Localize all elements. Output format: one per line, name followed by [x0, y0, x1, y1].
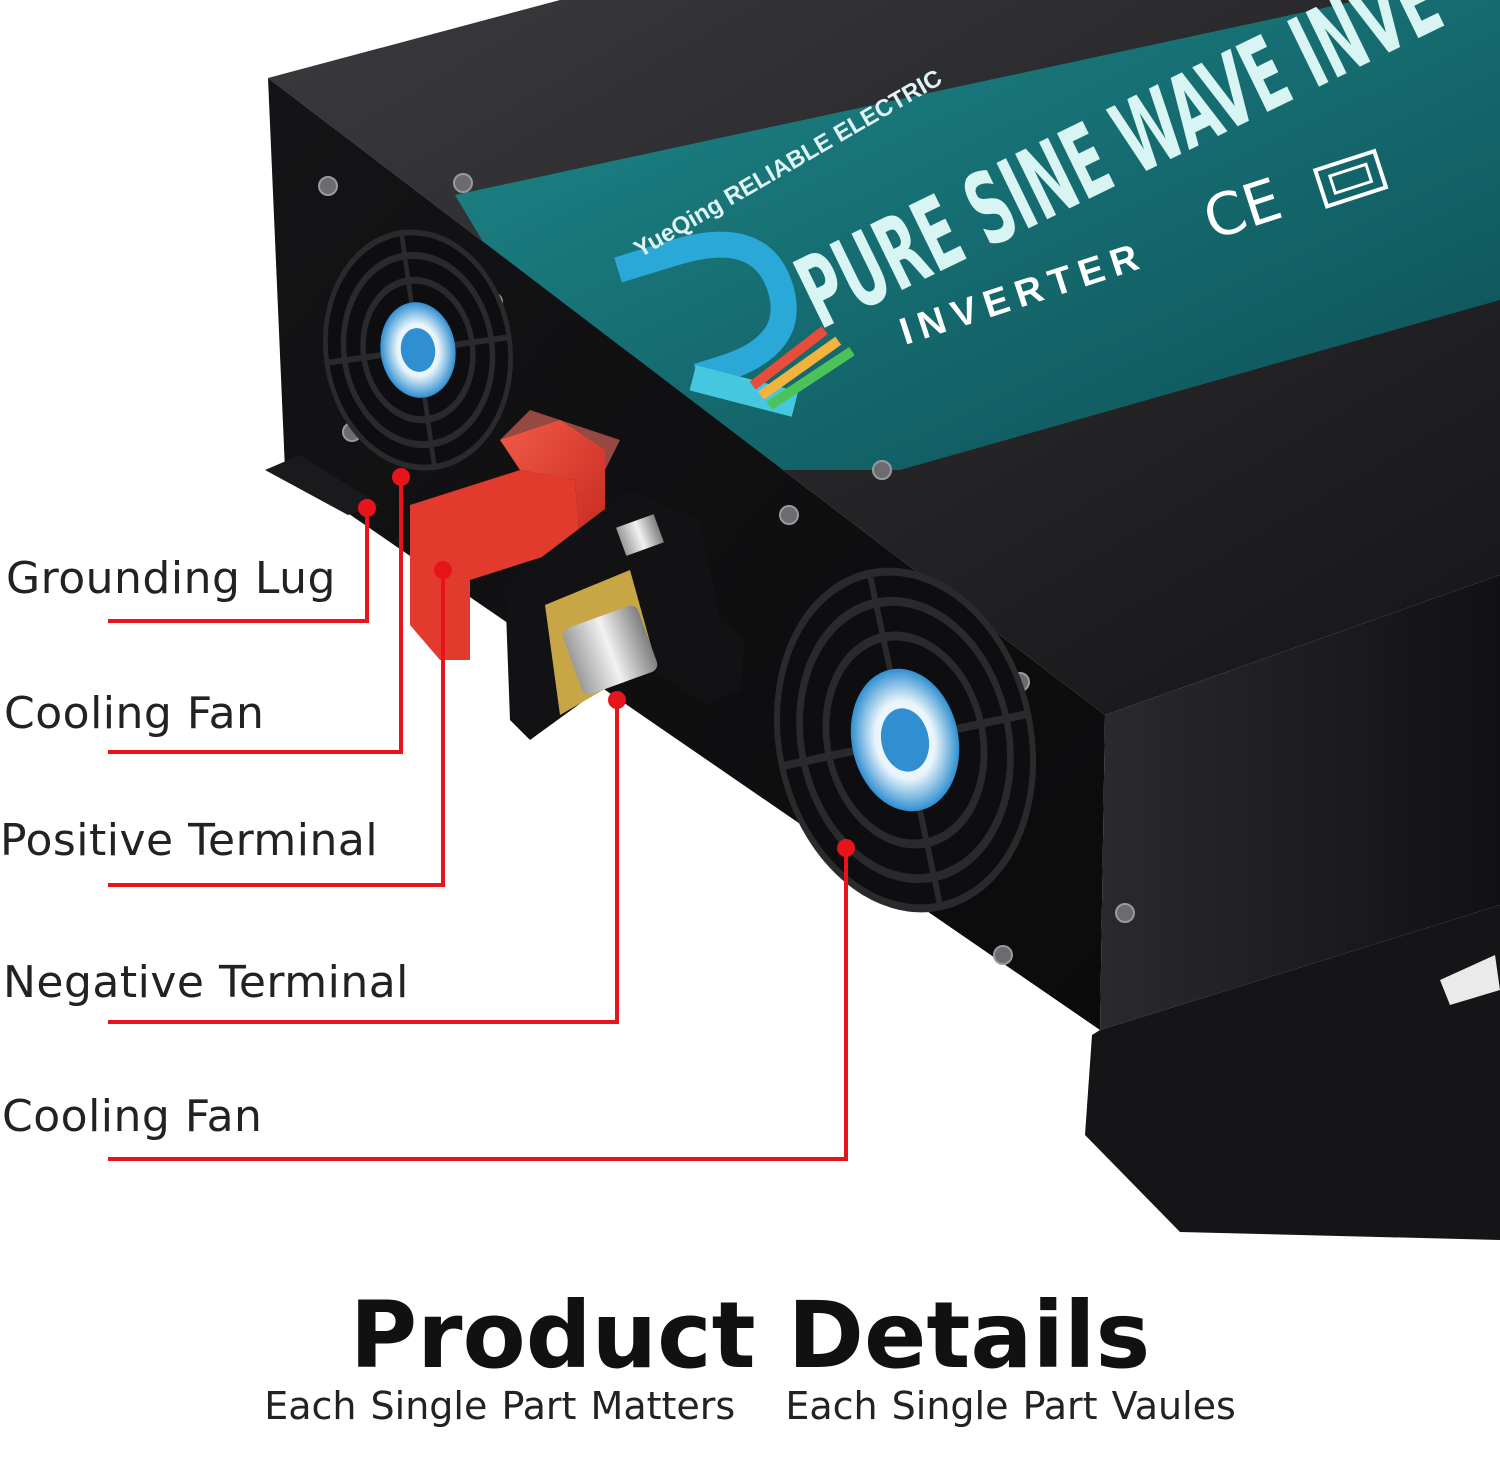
label-panel [455, 0, 1500, 470]
callout-line-grounding-lug [108, 508, 369, 623]
mounting-flange [1085, 905, 1500, 1240]
callout-line-cooling-fan-2 [108, 848, 848, 1161]
cooling-fan-1 [323, 229, 513, 471]
tagline: Each Single Part Matters Each Single Par… [0, 1384, 1500, 1428]
negative-terminal-block [505, 490, 745, 740]
housing-side [1100, 575, 1500, 1030]
callout-dot-cooling-fan-2 [837, 839, 855, 857]
brand-logo [614, 231, 855, 417]
positive-terminal-cap [410, 410, 620, 660]
label-negative-terminal: Negative Terminal [3, 957, 409, 1008]
cooling-fan-2 [773, 567, 1037, 913]
mounting-foot [265, 455, 380, 515]
label-grounding-lug: Grounding Lug [6, 553, 336, 604]
callout-dot-grounding-lug [358, 499, 376, 517]
label-cooling-fan-1: Cooling Fan [4, 688, 265, 739]
tagline-part-values: Each Single Part Vaules [785, 1384, 1236, 1428]
callout-lines [108, 477, 848, 1161]
product-details-title: Product Details [349, 1282, 1151, 1389]
label-cooling-fan-2: Cooling Fan [2, 1091, 263, 1142]
callout-line-negative-terminal [108, 700, 619, 1024]
tagline-part-matters: Each Single Part Matters [264, 1384, 736, 1428]
double-insulation-mark [1312, 148, 1389, 209]
callout-dots [358, 468, 855, 857]
callout-dot-cooling-fan-1 [392, 468, 410, 486]
callout-line-positive-terminal [108, 570, 445, 887]
callout-line-cooling-fan-1 [108, 477, 403, 754]
callout-dot-positive-terminal [434, 561, 452, 579]
callout-dot-negative-terminal [608, 691, 626, 709]
label-positive-terminal: Positive Terminal [0, 815, 379, 866]
